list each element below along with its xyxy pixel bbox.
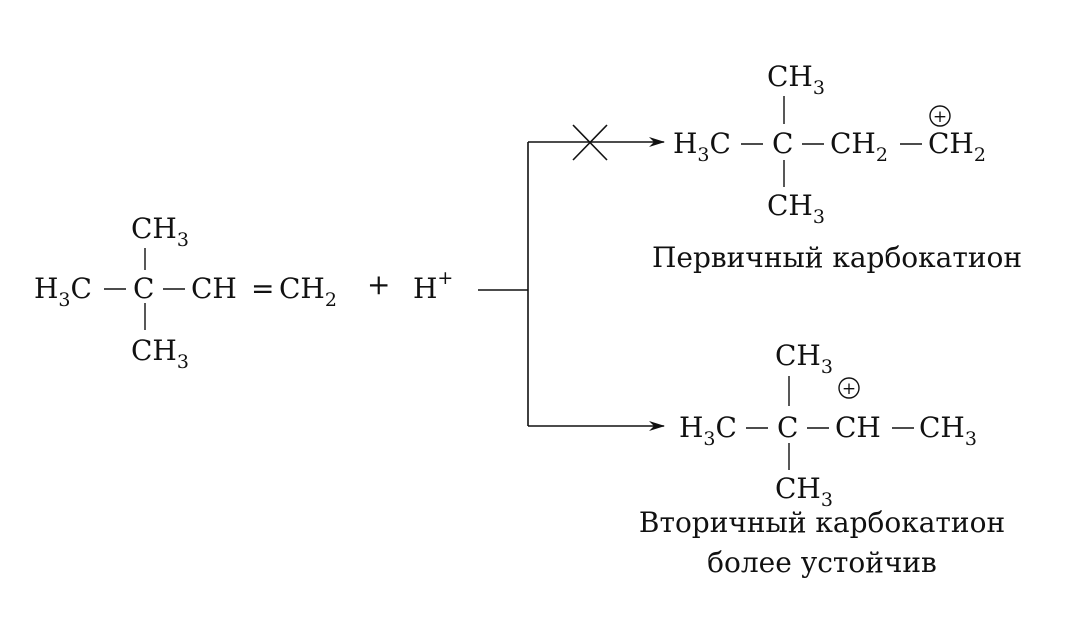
svg-text:+: + [842,379,856,399]
secondary-bottom-ch3: CH3 [775,472,833,511]
reactant-molecule: CH3 H3C C CH = CH2 CH3 [34,212,337,373]
proton: H+ [413,267,453,305]
reactant-double-bond: = [251,272,274,305]
reactant-h3c: H3C [34,272,92,311]
secondary-caption-line2: более устойчив [707,546,937,579]
primary-caption: Первичный карбокатион [652,241,1022,274]
reactant-top-ch3: CH3 [131,212,189,251]
secondary-top-ch3: CH3 [775,339,833,378]
secondary-h3c: H3C [679,411,737,450]
secondary-ch: CH [835,411,881,444]
reactant-ch: CH [191,272,237,305]
secondary-charge-icon: + [838,377,860,399]
primary-h3c: H3C [673,127,731,166]
reactant-central-c: C [133,272,154,305]
primary-terminal-ch2: CH2 [928,127,986,166]
secondary-carbocation: CH3 H3C C CH CH3 + CH3 Вторичный карбока… [639,339,1005,579]
secondary-ch3: CH3 [919,411,977,450]
reactant-ch2: CH2 [279,272,337,311]
primary-carbocation: CH3 H3C C CH2 CH2 + CH3 Первичный карбок… [652,60,1022,274]
secondary-caption-line1: Вторичный карбокатион [639,506,1005,539]
cross-mark-icon [572,124,608,161]
reactant-bottom-ch3: CH3 [131,334,189,373]
secondary-central-c: C [777,411,798,444]
primary-top-ch3: CH3 [767,60,825,99]
branching-arrows [478,124,665,431]
plus-sign: + [367,268,390,301]
svg-text:+: + [933,107,947,127]
primary-charge-icon: + [929,105,951,127]
primary-ch2: CH2 [830,127,888,166]
primary-central-c: C [772,127,793,160]
primary-bottom-ch3: CH3 [767,189,825,228]
